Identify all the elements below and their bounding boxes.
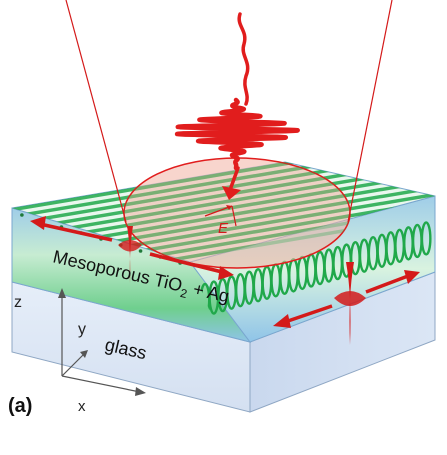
spot-fringe-band: [124, 161, 350, 233]
axis-label-z: z: [14, 294, 22, 311]
incident-light-pulse: [174, 97, 300, 171]
right-face-wave-pattern: [199, 221, 432, 318]
axis-label-y: y: [78, 321, 86, 338]
front-guided-arrows: [30, 216, 234, 283]
front-field-spike: [127, 226, 133, 283]
axis-label-x: x: [78, 398, 86, 415]
coordinate-axes: [58, 288, 146, 396]
spot-fringe-band: [147, 193, 350, 265]
spot-fringe-band: [124, 184, 350, 256]
edge-dot: [138, 249, 143, 253]
wave-loop: [420, 221, 432, 256]
pulse-arrow-shaft: [228, 166, 240, 192]
beam-line-left: [65, 0, 127, 223]
spot-fringes: [124, 158, 350, 265]
pulse-arrow-head: [222, 186, 241, 200]
panel-label: (a): [8, 395, 32, 417]
spot-fringe-band: [124, 166, 350, 238]
beam-line-right: [347, 0, 393, 223]
field-label: E: [218, 220, 229, 237]
spot-fringe-band: [124, 179, 350, 251]
field-vector: E: [204, 205, 237, 237]
spot-fringe-band: [124, 175, 350, 247]
spot-fringe-band: [133, 188, 350, 260]
pulse-tail: [237, 12, 250, 106]
spot-fringe-band: [124, 170, 350, 242]
edge-dot: [20, 213, 24, 217]
right-guided-arrows: [273, 262, 420, 345]
